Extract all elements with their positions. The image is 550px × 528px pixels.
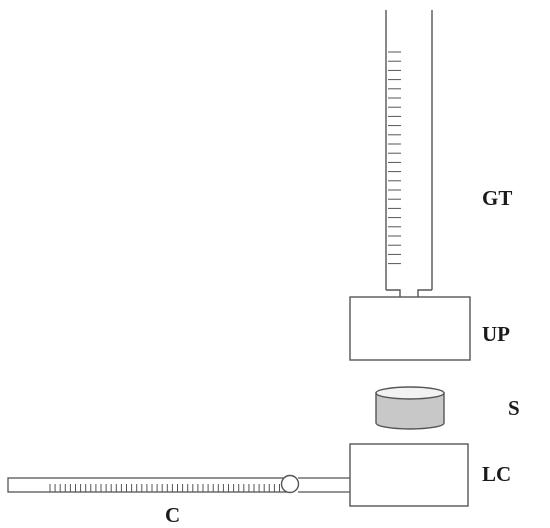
label-up: UP [482, 322, 510, 346]
upper-piston [349, 296, 471, 361]
rod-scale-ticks [49, 484, 280, 492]
rod-pivot-joint [280, 474, 300, 494]
tube-scale-ticks [388, 51, 401, 265]
label-gt: GT [482, 186, 513, 210]
label-c: C [165, 503, 181, 527]
label-lc: LC [482, 462, 512, 486]
sample-cylinder [375, 386, 445, 430]
sample-top [375, 386, 445, 400]
calibrated-rod [7, 474, 350, 494]
load-cell [349, 443, 469, 507]
label-s: S [508, 396, 520, 420]
sample-body [375, 392, 445, 430]
graduated-tube [352, 10, 470, 299]
